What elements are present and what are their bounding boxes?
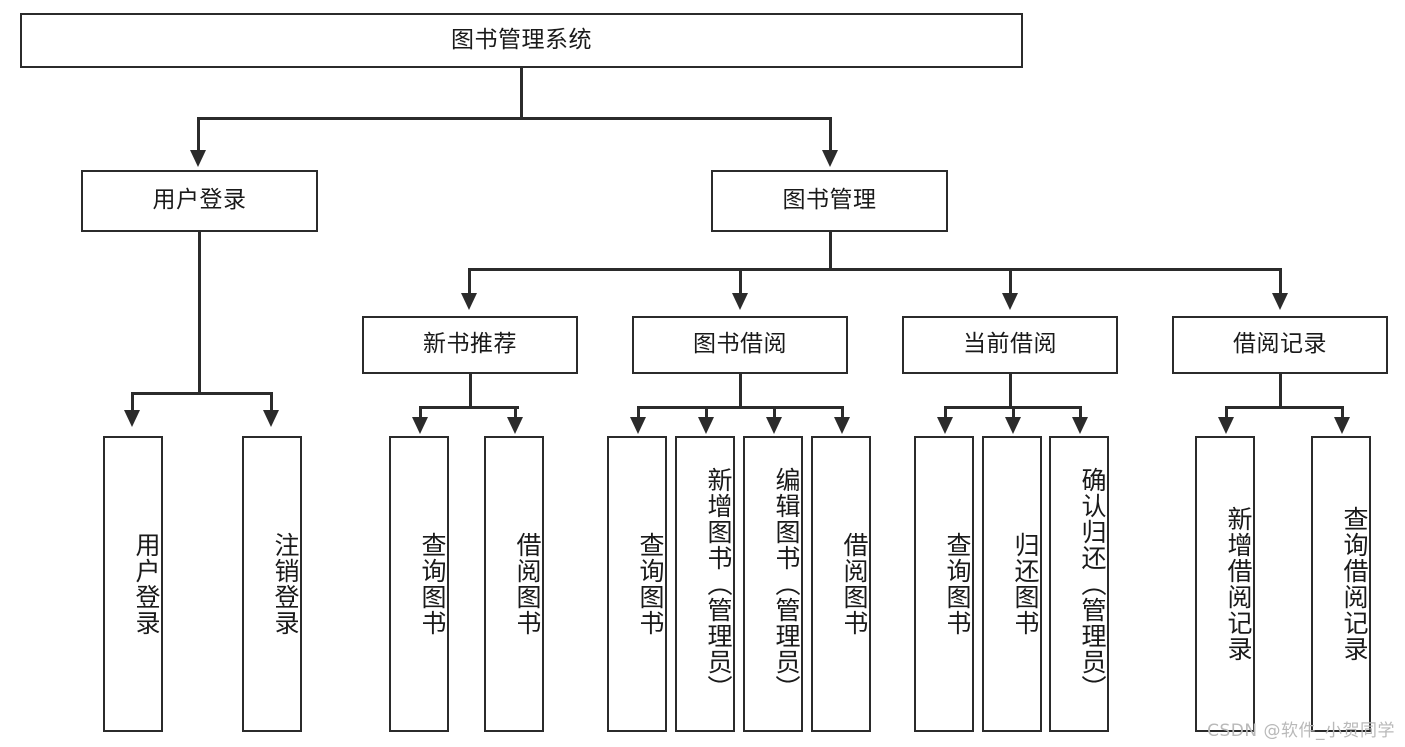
arrow-to-new-book-recommend [461, 293, 477, 310]
arrow-to-user-login [190, 150, 206, 167]
leaf-query-book-borrow[interactable]: 查询图书 [607, 436, 667, 732]
leaf-add-book-admin[interactable]: 新增图书（管理员） [675, 436, 735, 732]
edge-book-borrow-stem [739, 374, 742, 408]
edge-book-mgmt-stem [829, 232, 832, 270]
node-book-borrow[interactable]: 图书借阅 [632, 316, 848, 374]
node-label: 用户登录 [152, 187, 247, 214]
arrow-to-leaf-return-book [1005, 417, 1021, 434]
node-label: 借阅图书 [513, 532, 542, 636]
edge-root-bus [197, 117, 832, 120]
node-label: 用户登录 [132, 532, 161, 636]
leaf-edit-book-admin[interactable]: 编辑图书（管理员） [743, 436, 803, 732]
edge-root-to-book-mgmt [829, 117, 832, 153]
node-label: 注销登录 [271, 532, 300, 636]
edge-book-mgmt-drop-3 [1009, 268, 1012, 296]
leaf-query-book-recommend[interactable]: 查询图书 [389, 436, 449, 732]
node-label: 图书管理 [782, 187, 877, 214]
edge-book-mgmt-drop-4 [1279, 268, 1282, 296]
edge-current-borrow-drop-2 [1012, 406, 1015, 420]
edge-root-stem [520, 68, 523, 118]
node-borrow-record[interactable]: 借阅记录 [1172, 316, 1388, 374]
edge-user-login-drop-1 [131, 392, 134, 412]
edge-borrow-record-drop-2 [1341, 406, 1344, 420]
node-user-login[interactable]: 用户登录 [81, 170, 318, 232]
edge-book-borrow-drop-2 [705, 406, 708, 420]
node-label: 新增借阅记录 [1224, 506, 1253, 662]
arrow-to-current-borrow [1002, 293, 1018, 310]
node-label: 确认归还（管理员） [1078, 467, 1107, 701]
node-root-system[interactable]: 图书管理系统 [20, 13, 1023, 68]
arrow-to-leaf-query-book-1 [412, 417, 428, 434]
edge-borrow-record-stem [1279, 374, 1282, 408]
arrow-to-leaf-borrow-book-1 [507, 417, 523, 434]
edge-new-book-stem [469, 374, 472, 408]
edge-root-to-user-login [197, 117, 200, 153]
edge-book-mgmt-bus [468, 268, 1282, 271]
edge-book-borrow-bus [637, 406, 842, 409]
leaf-borrow-book[interactable]: 借阅图书 [811, 436, 871, 732]
edge-new-book-drop-1 [419, 406, 422, 420]
arrow-to-leaf-add-book [698, 417, 714, 434]
node-book-management[interactable]: 图书管理 [711, 170, 948, 232]
edge-book-borrow-drop-1 [637, 406, 640, 420]
arrow-to-leaf-add-record [1218, 417, 1234, 434]
edge-user-login-stem [198, 232, 201, 394]
edge-current-borrow-stem [1009, 374, 1012, 408]
arrow-to-leaf-query-book-2 [630, 417, 646, 434]
node-label: 查询图书 [636, 532, 665, 636]
edge-borrow-record-bus [1225, 406, 1341, 409]
leaf-user-login[interactable]: 用户登录 [103, 436, 163, 732]
edge-book-borrow-drop-4 [841, 406, 844, 420]
node-label: 编辑图书（管理员） [772, 467, 801, 701]
node-label: 查询图书 [418, 532, 447, 636]
node-current-borrow[interactable]: 当前借阅 [902, 316, 1118, 374]
node-label: 新书推荐 [423, 331, 517, 358]
leaf-query-borrow-record[interactable]: 查询借阅记录 [1311, 436, 1371, 732]
arrow-to-borrow-record [1272, 293, 1288, 310]
edge-new-book-drop-2 [514, 406, 517, 420]
leaf-borrow-book-recommend[interactable]: 借阅图书 [484, 436, 544, 732]
edge-new-book-bus [419, 406, 519, 409]
node-label: 查询图书 [943, 532, 972, 636]
node-label: 查询借阅记录 [1340, 506, 1369, 662]
edge-book-mgmt-drop-1 [468, 268, 471, 296]
leaf-return-book[interactable]: 归还图书 [982, 436, 1042, 732]
edge-current-borrow-drop-3 [1079, 406, 1082, 420]
edge-book-mgmt-drop-2 [739, 268, 742, 296]
leaf-confirm-return-admin[interactable]: 确认归还（管理员） [1049, 436, 1109, 732]
edge-book-borrow-drop-3 [773, 406, 776, 420]
edge-borrow-record-drop-1 [1225, 406, 1228, 420]
node-label: 图书管理系统 [451, 26, 592, 53]
arrow-to-leaf-query-book-3 [937, 417, 953, 434]
node-label: 借阅图书 [840, 532, 869, 636]
node-label: 图书借阅 [693, 331, 787, 358]
arrow-to-leaf-borrow-book-2 [834, 417, 850, 434]
node-new-book-recommend[interactable]: 新书推荐 [362, 316, 578, 374]
leaf-add-borrow-record[interactable]: 新增借阅记录 [1195, 436, 1255, 732]
arrow-to-leaf-query-record [1334, 417, 1350, 434]
arrow-to-leaf-edit-book [766, 417, 782, 434]
edge-current-borrow-bus [944, 406, 1079, 409]
node-label: 新增图书（管理员） [704, 467, 733, 701]
node-label: 归还图书 [1011, 532, 1040, 636]
edge-user-login-bus [131, 392, 270, 395]
node-label: 借阅记录 [1233, 331, 1327, 358]
arrow-to-leaf-user-login [124, 410, 140, 427]
csdn-watermark: CSDN @软件_小贺同学 [1207, 721, 1395, 741]
arrow-to-leaf-logout [263, 410, 279, 427]
leaf-logout[interactable]: 注销登录 [242, 436, 302, 732]
arrow-to-book-borrow [732, 293, 748, 310]
edge-current-borrow-drop-1 [944, 406, 947, 420]
leaf-query-book-current[interactable]: 查询图书 [914, 436, 974, 732]
edge-user-login-drop-2 [270, 392, 273, 412]
node-label: 当前借阅 [963, 331, 1057, 358]
arrow-to-book-mgmt [822, 150, 838, 167]
arrow-to-leaf-confirm-return [1072, 417, 1088, 434]
